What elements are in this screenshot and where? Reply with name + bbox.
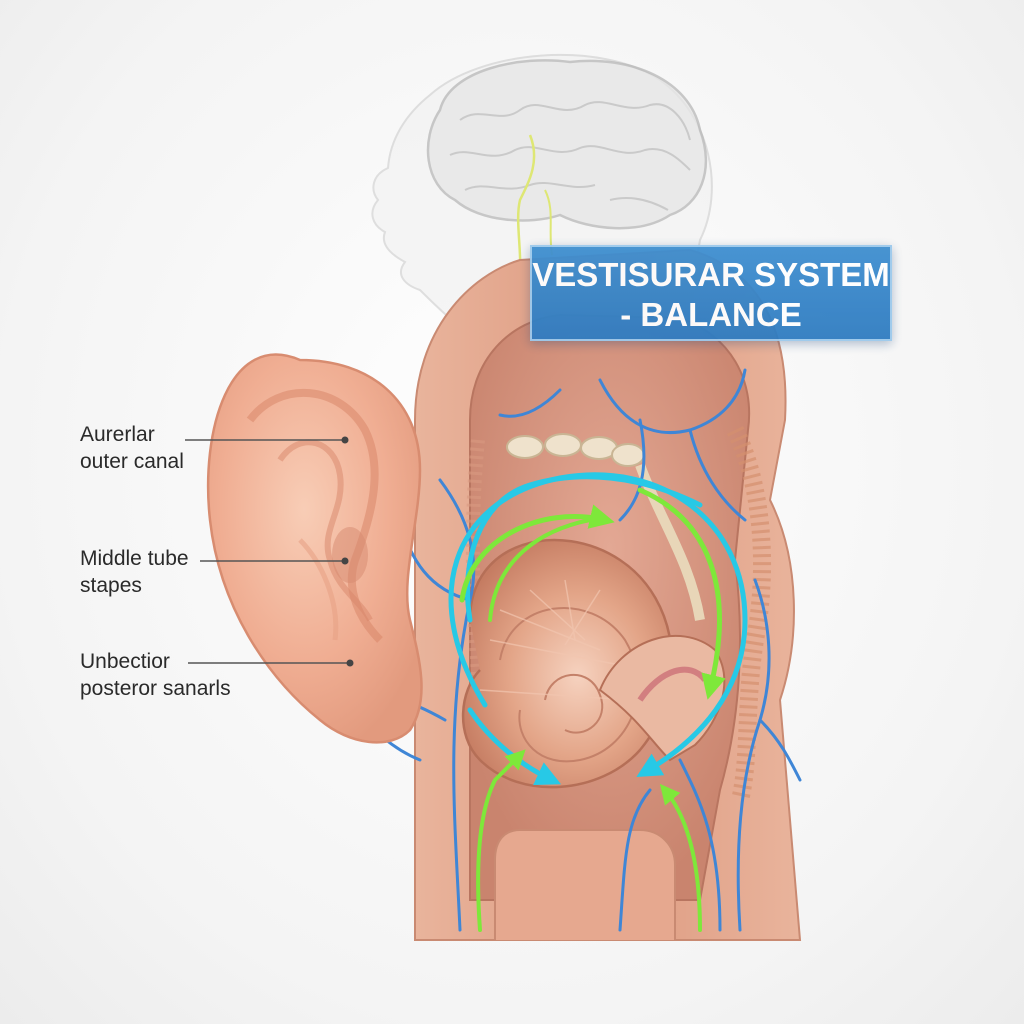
callout-2-line2: stapes: [80, 574, 142, 597]
cochlea-icon: [461, 538, 726, 789]
callout-1-line2: outer canal: [80, 450, 184, 473]
callout-dot-3: [346, 659, 354, 667]
diagram-title-box: VESTISURAR SYSTEM - BALANCE: [530, 245, 892, 341]
ear-icon: [206, 353, 423, 744]
callout-2-line1: Middle tube: [80, 547, 189, 570]
callout-3-line2: posteror sanarls: [80, 677, 231, 700]
diagram-title-line2: - BALANCE: [620, 296, 802, 333]
callout-label-outer-canal: Aurerlar outer canal: [80, 421, 184, 475]
callout-3-line1: Unbectior: [80, 650, 170, 673]
diagram-title-line1: VESTISURAR SYSTEM: [532, 256, 890, 293]
callout-dot-2: [341, 557, 349, 565]
callout-dot-1: [341, 436, 349, 444]
callout-label-posterior-canals: Unbectior posteror sanarls: [80, 648, 231, 702]
callout-1-line1: Aurerlar: [80, 423, 155, 446]
callout-lines: [185, 436, 354, 667]
callout-label-middle-tube: Middle tube stapes: [80, 545, 189, 599]
circular-arrow-icon: [448, 472, 748, 932]
